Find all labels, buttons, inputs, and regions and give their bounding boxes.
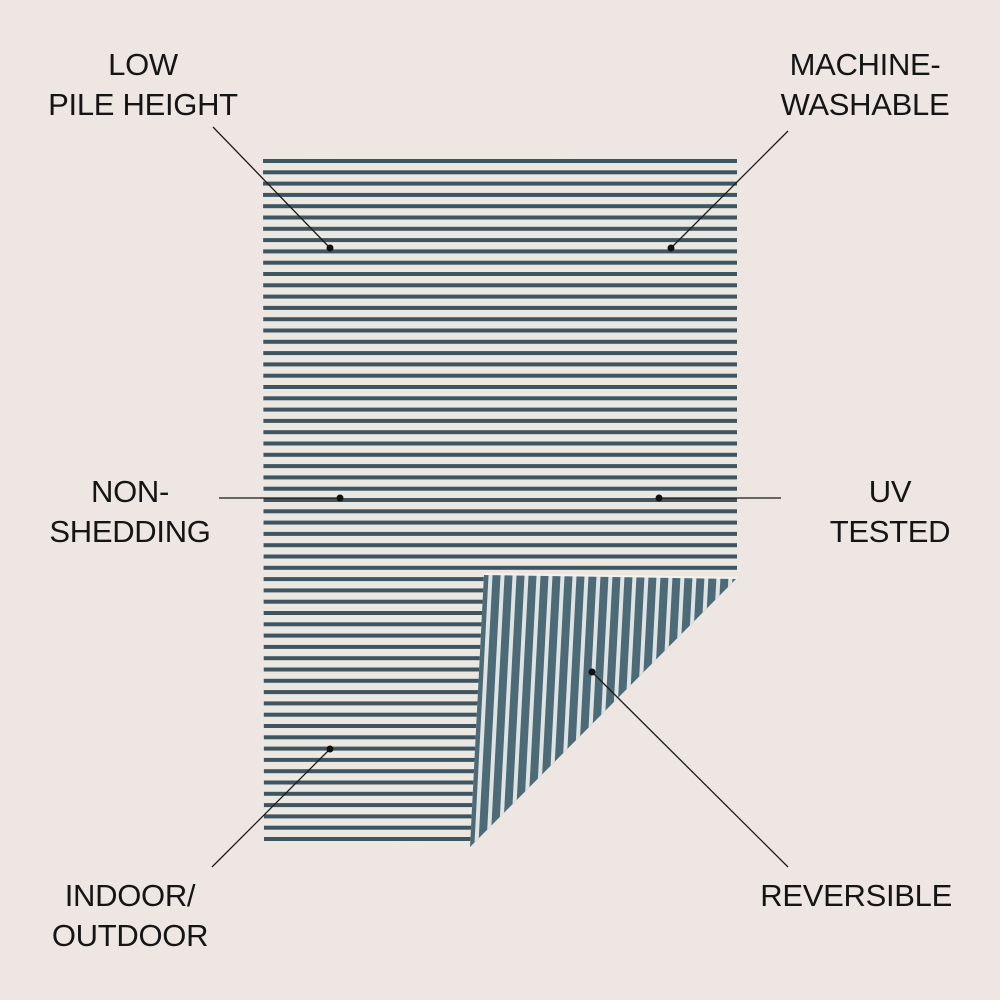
rug-stripe [258,848,743,852]
label-line: NON- [90,474,169,509]
feature-label-low-pile: LOW PILE HEIGHT [38,45,248,125]
rug-stripe [263,396,737,401]
label-line: WASHABLE [780,87,950,122]
reverse-stripe [701,574,721,847]
rug-stripe [263,554,737,559]
rug-stripe [263,260,737,265]
label-line: REVERSIBLE [760,878,952,913]
rug-stripe [263,181,737,186]
rug-stripe [263,351,737,356]
reverse-stripe [473,574,493,847]
rug-stripe [263,475,737,480]
rug-stripe [263,837,737,841]
rug-stripe [263,509,737,514]
feature-label-machine-washable: MACHINE- WASHABLE [760,45,970,125]
reverse-stripe [509,574,529,847]
rug-stripe [263,498,737,502]
rug-stripe [263,452,737,457]
callout-line-machine-washable [670,130,789,249]
rug-stripe [263,520,737,525]
feature-label-reversible: REVERSIBLE [700,876,952,916]
callout-dot-non-shedding [336,494,344,502]
callout-dot-machine-washable [667,244,675,252]
label-line: TESTED [829,514,951,549]
reverse-stripe [725,574,737,847]
rug-stripe [263,385,737,389]
rug-stripe [263,238,737,243]
rug-stripe [263,317,737,322]
rug-stripe [263,430,737,435]
feature-label-indoor-outdoor: INDOOR/ OUTDOOR [30,876,230,956]
rug-stripe [263,328,737,333]
rug-stripe [263,531,737,536]
callout-dot-uv-tested [655,494,663,502]
rug-stripe [263,373,737,378]
callout-line-low-pile [212,126,331,249]
rug-stripe [263,283,737,288]
feature-label-non-shedding: NON- SHEDDING [30,472,230,552]
reverse-stripe [713,574,733,847]
rug-stripe [263,192,737,197]
rug-stripe [263,159,737,163]
reverse-stripe [521,574,541,847]
rug-stripe [263,362,737,367]
label-line: PILE HEIGHT [48,87,238,122]
rug-stripe [263,226,737,231]
label-line: MACHINE- [789,47,941,82]
rug-stripe [263,543,737,548]
rug-stripe [263,170,737,175]
rug-stripe [263,441,737,446]
rug-stripe [263,215,737,220]
rug-stripe [263,486,737,491]
callout-line-reversible [591,671,789,868]
rug-stripe [263,565,737,570]
fold-edge [483,573,738,579]
reverse-stripe [485,574,505,847]
rug-stripe [263,294,737,299]
rug-stripe [263,464,737,469]
reverse-stripe [497,574,517,847]
label-line: LOW [108,47,178,82]
rug-stripe [263,204,737,209]
rug-stripe [263,407,737,412]
label-line: UV [868,474,912,509]
rug-stripe [263,272,737,276]
callout-lines [211,126,789,868]
feature-label-uv-tested: UV TESTED [790,472,990,552]
callout-dot-reversible [588,668,596,676]
label-line: SHEDDING [49,514,211,549]
rug-stripe [263,249,737,254]
callout-dot-indoor-outdoor [326,745,334,753]
label-line: OUTDOOR [51,918,209,953]
callout-dot-low-pile [326,244,334,252]
rug-flipped-corner [470,573,738,847]
callout-line-indoor-outdoor [211,748,331,868]
rug-stripe [263,339,737,344]
rug-stripe [263,418,737,423]
label-line: INDOOR/ [64,878,196,913]
rug-stripe [263,825,737,830]
rug-stripe [263,305,737,310]
